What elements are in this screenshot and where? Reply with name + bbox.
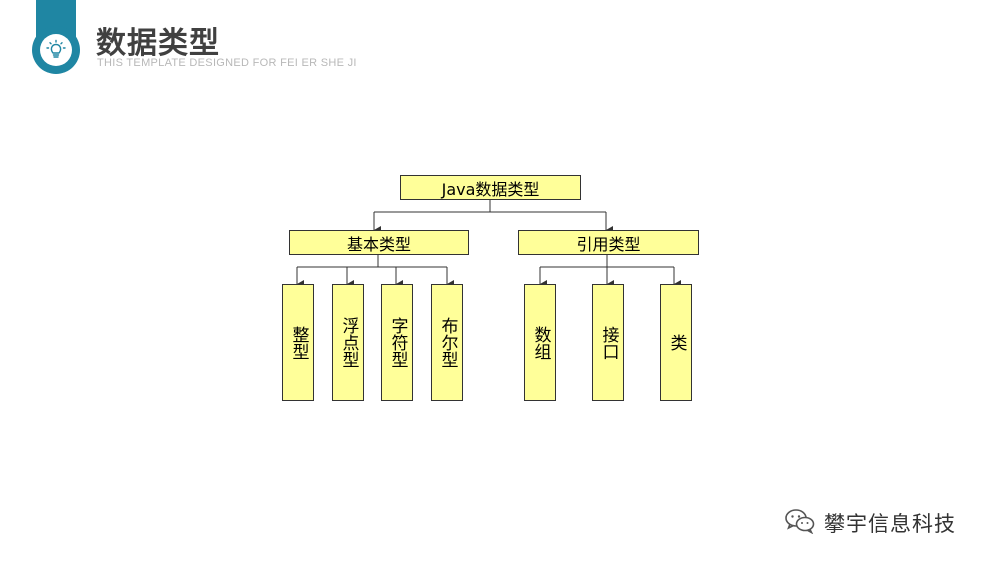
node-primitive-types: 基本类型 (289, 230, 469, 255)
page-subtitle: THIS TEMPLATE DESIGNED FOR FEI ER SHE JI (97, 57, 357, 69)
node-boolean: 布尔型 (431, 284, 463, 401)
node-java-data-types: Java数据类型 (400, 175, 581, 200)
node-array: 数组 (524, 284, 556, 401)
node-class: 类 (660, 284, 692, 401)
node-char: 字符型 (381, 284, 413, 401)
node-reference-types: 引用类型 (518, 230, 699, 255)
header-badge (32, 26, 80, 74)
node-integer: 整型 (282, 284, 314, 401)
page-title: 数据类型 (96, 26, 220, 61)
node-interface: 接口 (592, 284, 624, 401)
watermark-text: 攀宇信息科技 (824, 512, 956, 536)
wechat-icon (784, 508, 816, 538)
watermark: 攀宇信息科技 (784, 508, 956, 538)
node-float: 浮点型 (332, 284, 364, 401)
lightbulb-icon (40, 34, 72, 66)
